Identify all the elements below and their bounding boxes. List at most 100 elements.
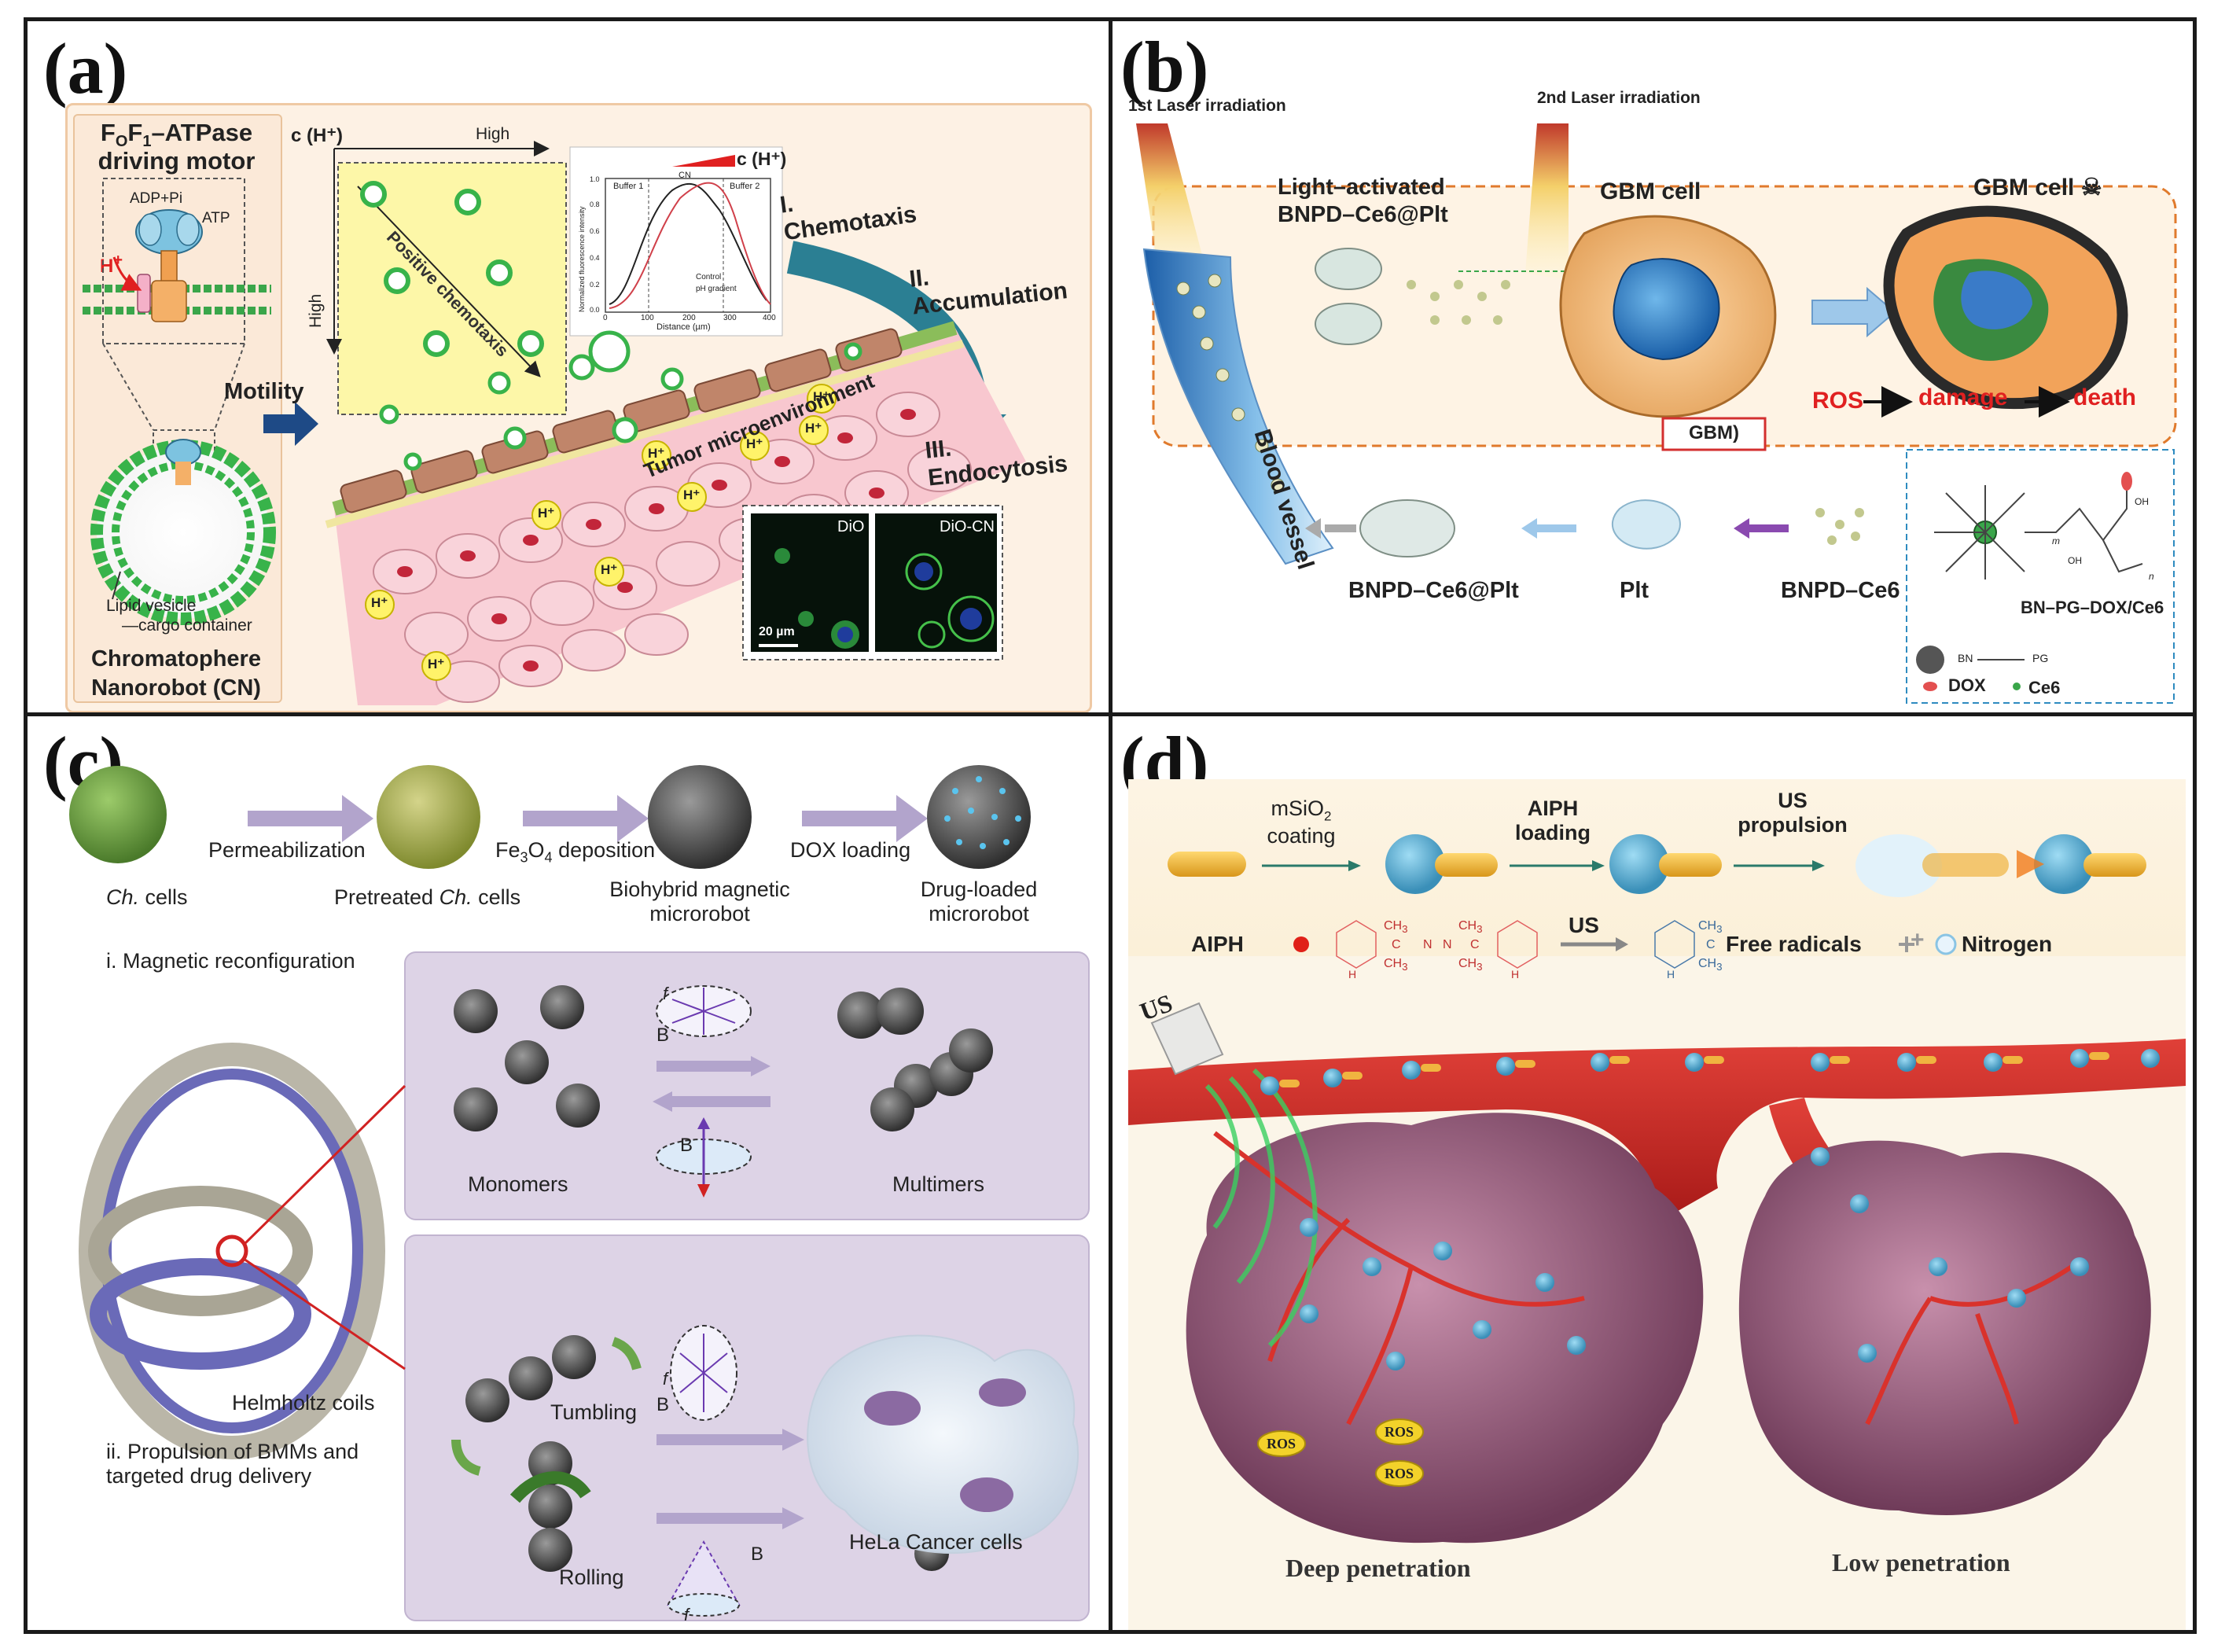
chem-n-1: N	[1423, 938, 1432, 951]
b-field-label-2: B	[680, 1135, 693, 1156]
graph-cn: CN	[679, 171, 691, 180]
hplus-badge-6: H⁺	[683, 488, 701, 502]
panel-a-graphics	[83, 141, 1026, 705]
chem-h-1: H	[1348, 968, 1357, 981]
us-label: US	[1569, 913, 1599, 937]
aiph-dot-icon	[1293, 936, 1309, 952]
panel-b-graphics	[1136, 123, 2177, 704]
nanorobot-title-1: Chromatophere	[91, 646, 261, 671]
graph-buffer2: Buffer 2	[730, 182, 760, 191]
hplus-badge-4: H⁺	[601, 562, 618, 577]
hplus-badge-3: H⁺	[538, 506, 555, 521]
hela-cells-icon	[807, 1334, 1079, 1554]
ros-badge-2: ROS	[1385, 1424, 1414, 1440]
panel-c-graphics	[69, 765, 1090, 1621]
ch-cell-icon	[69, 766, 167, 863]
hplus-badge-9: H⁺	[746, 436, 763, 451]
chem-ch3-4: CH3	[1458, 957, 1483, 973]
chem-h-2: H	[1511, 968, 1520, 981]
motor-title: FOF1–ATPase	[100, 119, 253, 151]
chem-oh-1: OH	[2135, 496, 2149, 507]
gbm-cell-label: GBM cell	[1600, 178, 1701, 204]
damage-label: damage	[1918, 384, 2008, 410]
motility-arrow-icon	[263, 402, 318, 446]
biohybrid-microrobot-icon	[648, 765, 752, 869]
graph-xtick-1: 100	[641, 314, 654, 322]
deep-penetration-label: Deep penetration	[1285, 1554, 1471, 1582]
skull-icon: ☠	[2080, 175, 2102, 201]
us-device-icon	[1150, 1002, 1224, 1076]
helmholtz-label: Helmholtz coils	[232, 1391, 375, 1415]
motor-title-2: driving motor	[97, 147, 256, 175]
chem-m: m	[2052, 535, 2060, 546]
permeabilization-label: Permeabilization	[208, 838, 366, 862]
aiph-label: AIPH	[1191, 932, 1244, 956]
b-field-label-4: B	[751, 1543, 764, 1565]
low-penetration-label: Low penetration	[1832, 1548, 2010, 1577]
graph-ch-label: c (H⁺)	[737, 149, 787, 169]
laser-1-icon	[1136, 123, 1207, 281]
graph-xtick-3: 300	[723, 314, 737, 322]
dio-label: DiO	[837, 518, 865, 535]
laser1-label: 1st Laser irradiation	[1128, 97, 1286, 115]
chem-oh-2: OH	[2068, 555, 2082, 566]
panel-b: (b)	[1109, 17, 2197, 719]
hplus-badge-8: H⁺	[813, 389, 830, 404]
helmholtz-coils-icon	[79, 1043, 406, 1459]
atpase-icon	[112, 209, 203, 322]
high-top-label: High	[476, 125, 510, 143]
panel-d-graphics	[1128, 779, 2186, 1630]
rolling-label: Rolling	[559, 1566, 624, 1589]
scale-label: 20 µm	[759, 625, 795, 638]
graph-buffer1: Buffer 1	[613, 182, 644, 191]
light-activated-label-1: Light–activated	[1278, 175, 1445, 200]
hela-label: HeLa Cancer cells	[849, 1530, 1023, 1554]
b-field-label-1: B	[656, 1025, 670, 1046]
ros-badge-1: ROS	[1267, 1436, 1296, 1451]
hplus-badge-2: H⁺	[428, 657, 445, 671]
chem-ch3-1: CH3	[1384, 919, 1408, 936]
ros-label: ROS	[1812, 388, 1864, 414]
lipid-vesicle-icon	[90, 439, 276, 625]
panel-a-label: (a)	[43, 28, 128, 109]
pretreated-cell-icon	[377, 765, 480, 869]
multimers-label: Multimers	[892, 1172, 985, 1196]
free-radicals-label: Free radicals	[1726, 932, 1862, 956]
nitrogen-label: Nitrogen	[1962, 932, 2053, 956]
high-left-label: High	[307, 293, 325, 328]
panel-c: (c)	[24, 712, 1115, 1634]
atp-label: ATP	[202, 210, 230, 226]
plus-label: +	[1911, 927, 1925, 953]
blood-vessel-icon	[1142, 248, 1334, 565]
gbm-box-label: GBM)	[1689, 422, 1739, 443]
legend-ce6: Ce6	[2028, 678, 2061, 697]
hplus-badge-1: H⁺	[371, 595, 388, 610]
cargo-container-label: —cargo container	[122, 616, 252, 635]
tumor-low-icon	[1738, 1140, 2151, 1515]
graph-ylabel: Normalized fluorescence intensity	[578, 206, 586, 312]
graph-legend-control: Control	[696, 273, 722, 281]
chem-ch3-6: CH3	[1698, 957, 1723, 973]
nanorobot-title-2: Nanorobot (CN)	[91, 675, 261, 701]
panel-a: (a) FOF1–ATPase driving motor ADP+Pi ATP…	[24, 17, 1115, 719]
motility-label: Motility	[224, 379, 304, 404]
fe-deposition-label: Fe3O4 deposition	[495, 838, 656, 866]
laser2-label: 2nd Laser irradiation	[1537, 89, 1701, 107]
graph-xlabel: Distance (µm)	[656, 322, 711, 332]
graph-ytick-3: 0.6	[590, 227, 600, 235]
chem-ch3-2: CH3	[1384, 957, 1408, 973]
death-label: death	[2073, 384, 2137, 410]
f-field-label-1: f	[663, 984, 668, 1003]
legend-bn: BN	[1958, 652, 1973, 664]
b-field-label-3: B	[656, 1394, 670, 1415]
hplus-badge-7: H⁺	[805, 421, 822, 436]
graph-ytick-0: 0.0	[590, 306, 600, 314]
chem-n-2: N	[1443, 938, 1452, 951]
chem-h-3: H	[1667, 968, 1675, 981]
graph-legend-ph: pH gradient	[696, 285, 737, 293]
